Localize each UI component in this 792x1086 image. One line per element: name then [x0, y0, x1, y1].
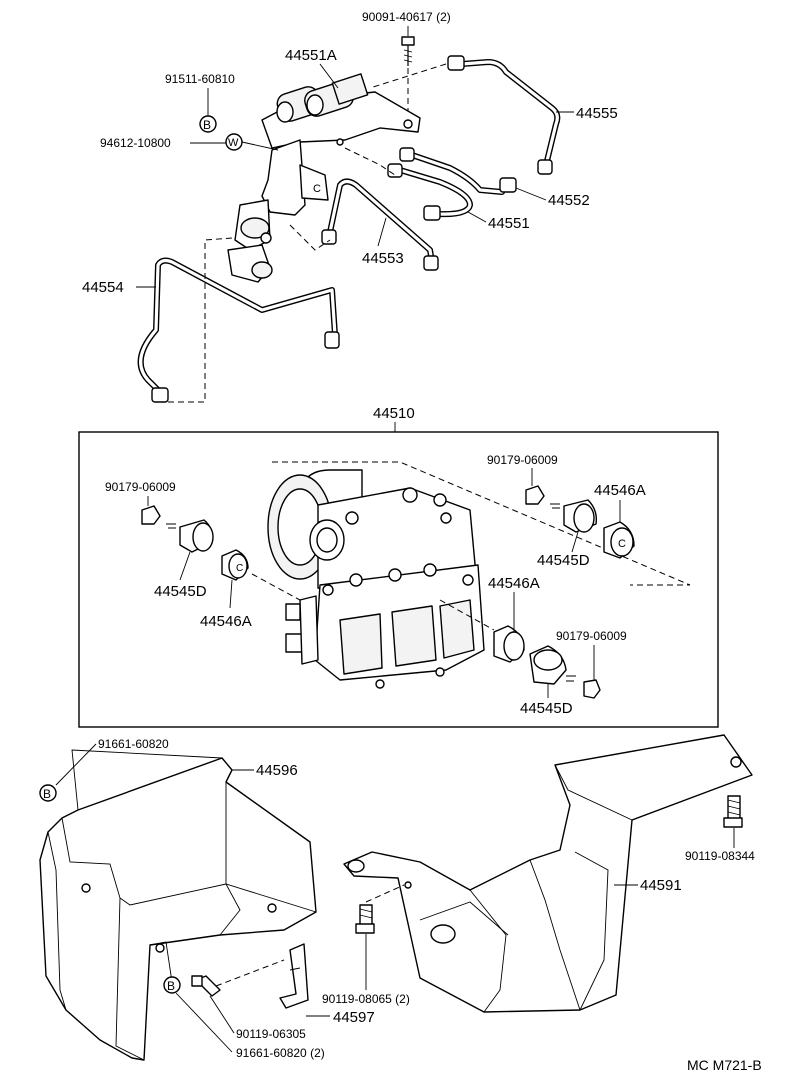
label-90179-left: 90179-06009 — [105, 480, 176, 494]
top-assembly — [137, 36, 561, 403]
marker-w: W — [228, 137, 239, 149]
cover-44596 — [39, 749, 317, 1061]
label-44591: 44591 — [640, 877, 682, 894]
label-44552: 44552 — [548, 192, 590, 209]
clip-44597 — [279, 943, 309, 1009]
label-90091: 90091-40617 (2) — [362, 10, 451, 24]
actuator-section: 44510 — [78, 405, 719, 728]
label-90119-08344: 90119-08344 — [685, 849, 755, 863]
marker-b: B — [203, 118, 211, 132]
label-94612: 94612-10800 — [100, 136, 171, 150]
label-91661-top: 91661-60820 — [98, 737, 169, 751]
label-44554: 44554 — [82, 279, 124, 296]
mount-left: C — [141, 505, 301, 601]
pipe-44555 — [447, 55, 561, 175]
label-91661-bottom: 91661-60820 (2) — [236, 1046, 325, 1060]
top-labels: 90091-40617 (2) 44551A 91511-60810 B 946… — [82, 10, 618, 296]
abs-actuator — [267, 461, 691, 689]
marker-b-top: B — [43, 787, 51, 801]
pipe-44553 — [321, 178, 439, 271]
mount-top-right: C — [525, 485, 635, 559]
label-44545D-bottom: 44545D — [520, 700, 573, 717]
label-44546A-top: 44546A — [594, 482, 646, 499]
marker-b-circle — [39, 784, 57, 802]
marker-b-circle — [199, 115, 217, 133]
label-91511: 91511-60810 — [165, 72, 235, 86]
label-90179-top: 90179-06009 — [487, 453, 558, 467]
label-44551A: 44551A — [285, 47, 337, 64]
leader-dash — [289, 224, 331, 251]
label-44545D-top: 44545D — [537, 552, 590, 569]
marker-b-circle — [163, 976, 181, 994]
bolt-90119-08344 — [723, 795, 743, 828]
label-44545D-left: 44545D — [154, 583, 207, 600]
label-44596: 44596 — [256, 762, 298, 779]
valve-bracket-44551A — [261, 73, 421, 149]
label-44553: 44553 — [362, 250, 404, 267]
bolt-90119-06305 — [191, 959, 285, 997]
pipe-44551 — [387, 163, 473, 221]
pipe-44552 — [399, 147, 517, 195]
bottom-section: 91661-60820 B 44596 44591 90119-08344 90… — [39, 734, 762, 1073]
actuator-group-frame — [78, 431, 719, 728]
diagram-code: MC M721-B — [687, 1057, 762, 1073]
bolt-90091 — [401, 36, 415, 66]
leader-dash — [344, 147, 396, 176]
label-90179-right: 90179-06009 — [556, 629, 627, 643]
marker-c-bracket: C — [313, 183, 321, 195]
label-90119-06305: 90119-06305 — [236, 1027, 306, 1041]
bracket-44591 — [343, 734, 753, 1013]
marker-c-left: C — [236, 563, 243, 574]
mount-mid-right — [439, 599, 601, 699]
leader-dash — [168, 237, 233, 403]
label-44551: 44551 — [488, 215, 530, 232]
pipe-44554 — [137, 257, 340, 403]
label-44555: 44555 — [576, 105, 618, 122]
mount-bracket — [227, 139, 329, 283]
label-44546A-mid: 44546A — [488, 575, 540, 592]
label-90119-08065: 90119-08065 (2) — [322, 992, 410, 1006]
label-44597: 44597 — [333, 1009, 375, 1026]
marker-c-right: C — [618, 538, 626, 550]
leader-dash — [369, 63, 447, 89]
bolt-90119-08065 — [355, 884, 405, 934]
label-44546A-left: 44546A — [200, 613, 252, 630]
label-44510: 44510 — [373, 405, 415, 422]
marker-b-bottom: B — [167, 979, 175, 993]
